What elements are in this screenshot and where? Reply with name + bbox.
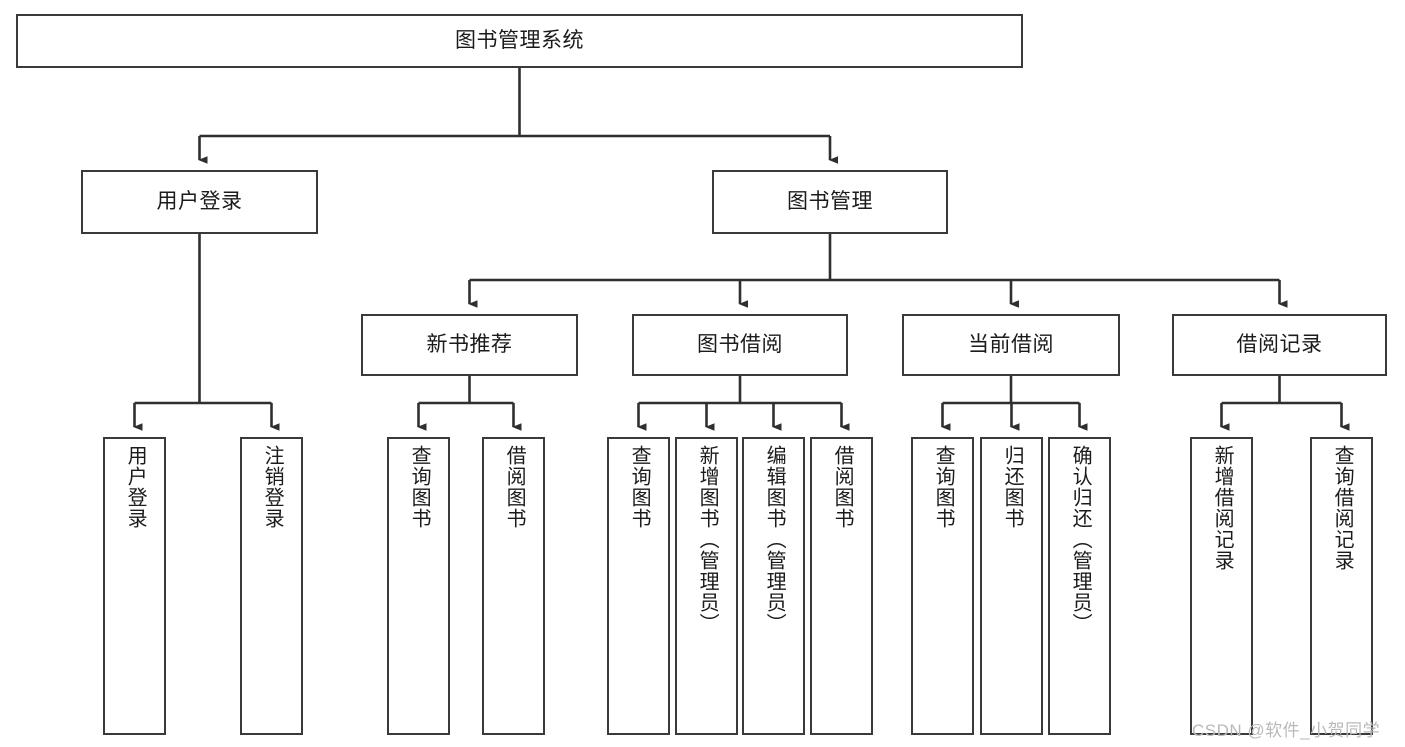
node-label: 确认归还（管理员） (1069, 445, 1092, 634)
node-label: 查询借阅记录 (1331, 445, 1354, 571)
node-leaf_12[interactable]: 查询借阅记录 (1310, 437, 1373, 735)
node-leaf_1[interactable]: 注销登录 (240, 437, 303, 735)
node-label: 借阅图书 (831, 445, 854, 529)
node-leaf_11[interactable]: 新增借阅记录 (1190, 437, 1253, 735)
node-label: 用户登录 (124, 445, 147, 529)
node-leaf_6[interactable]: 编辑图书（管理员） (742, 437, 805, 735)
node-label: 新增图书（管理员） (696, 445, 719, 634)
node-leaf_3[interactable]: 借阅图书 (482, 437, 545, 735)
node-leaf_10[interactable]: 确认归还（管理员） (1048, 437, 1111, 735)
node-label: 用户登录 (156, 189, 243, 213)
node-label: 图书管理 (787, 189, 873, 213)
node-label: 查询图书 (408, 445, 431, 529)
node-label: 新书推荐 (426, 332, 513, 356)
node-label: 当前借阅 (968, 332, 1054, 356)
node-leaf_0[interactable]: 用户登录 (103, 437, 166, 735)
node-label: 图书借阅 (697, 332, 783, 356)
node-label: 查询图书 (628, 445, 651, 529)
node-l2_1[interactable]: 图书管理 (712, 170, 948, 234)
node-leaf_8[interactable]: 查询图书 (911, 437, 974, 735)
node-label: 注销登录 (261, 445, 284, 529)
node-label: 借阅图书 (503, 445, 526, 529)
node-leaf_4[interactable]: 查询图书 (607, 437, 670, 735)
node-l3_3[interactable]: 借阅记录 (1172, 314, 1387, 376)
node-label: 归还图书 (1001, 445, 1024, 529)
node-label: 图书管理系统 (455, 28, 584, 52)
node-root[interactable]: 图书管理系统 (16, 14, 1023, 68)
node-l3_0[interactable]: 新书推荐 (361, 314, 578, 376)
node-leaf_9[interactable]: 归还图书 (980, 437, 1043, 735)
node-leaf_2[interactable]: 查询图书 (387, 437, 450, 735)
csdn-watermark: CSDN @软件_小贺同学 (1192, 721, 1381, 740)
node-l3_2[interactable]: 当前借阅 (902, 314, 1120, 376)
node-label: 新增借阅记录 (1211, 445, 1234, 571)
node-l3_1[interactable]: 图书借阅 (632, 314, 848, 376)
node-label: 借阅记录 (1236, 332, 1323, 356)
node-leaf_7[interactable]: 借阅图书 (810, 437, 873, 735)
node-l2_0[interactable]: 用户登录 (81, 170, 318, 234)
node-label: 查询图书 (932, 445, 955, 529)
node-leaf_5[interactable]: 新增图书（管理员） (675, 437, 738, 735)
node-label: 编辑图书（管理员） (763, 445, 786, 634)
